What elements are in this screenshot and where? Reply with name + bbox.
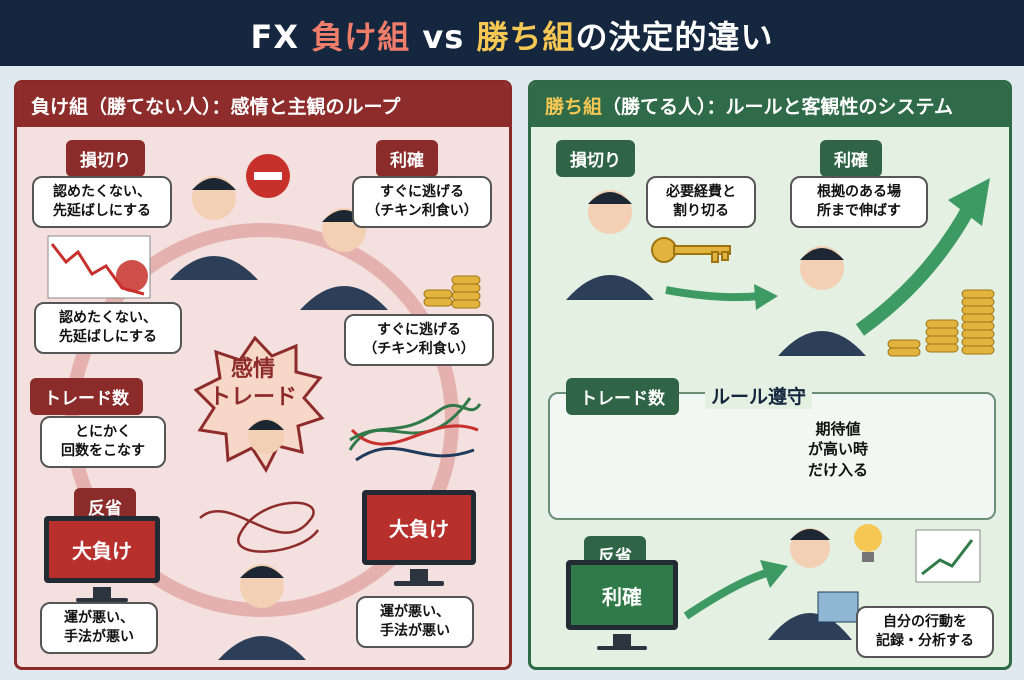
- rule-label: ルール遵守: [705, 382, 813, 409]
- notebook-trader-icon: [768, 528, 859, 640]
- green-arrow-icon: [665, 284, 778, 310]
- confident-trader-icon: [778, 246, 866, 356]
- winners-heading: 勝ち組（勝てる人）：ルールと客観性のシステム: [531, 83, 1009, 127]
- sad-trader-icon: [218, 564, 306, 660]
- key-icon: [651, 237, 731, 263]
- title-prefix: FX: [250, 18, 312, 56]
- down-arrow-icon: [116, 260, 148, 292]
- loser-tradecount-bubble: とにかく 回数をこなす: [40, 416, 166, 468]
- winner-monitor-screen: 利確: [566, 560, 678, 631]
- title-bar: [0, 0, 1024, 66]
- title-lose: 負け組: [311, 18, 411, 56]
- coins-stack-icon: [887, 289, 995, 357]
- winner-takeprofit-bubble: 根拠のある場 所まで伸ばす: [790, 176, 928, 228]
- calm-trader-icon: [566, 190, 654, 300]
- winner-reflection-bubble: 自分の行動を 記録・分析する: [856, 606, 994, 658]
- loser-takeprofit-tag: 利確: [376, 140, 438, 177]
- loser-bottom-left-bubble: 運が悪い、 手法が悪い: [40, 602, 158, 654]
- loser-monitor-left-screen: 大負け: [44, 516, 160, 584]
- coins-icon: [423, 275, 481, 309]
- worried-trader-icon: [170, 176, 258, 280]
- tangled-arrows-icon: [348, 397, 482, 462]
- winner-tradecount-tag: トレード数: [566, 378, 679, 415]
- title-suffix: の決定的違い: [575, 18, 774, 56]
- winners-heading-gold: 勝ち組: [545, 96, 603, 118]
- loser-monitor-right-screen: 大負け: [362, 490, 476, 565]
- loser-monitor-left: 大負け: [44, 516, 160, 602]
- loser-tradecount-tag: トレード数: [30, 378, 143, 415]
- winner-monitor: 利確: [566, 560, 678, 650]
- loser-stoploss-tag: 損切り: [66, 140, 145, 177]
- reflection-arrow-icon: [683, 560, 788, 620]
- loser-mid-right-bubble: すぐに逃げる （チキン利食い）: [344, 314, 494, 366]
- loser-takeprofit-bubble: すぐに逃げる （チキン利食い）: [352, 176, 492, 228]
- scribble-icon: [199, 501, 320, 553]
- growth-chart-icon: [915, 529, 981, 583]
- winners-heading-rest: （勝てる人）：ルールと客観性のシステム: [602, 96, 953, 118]
- expected-value-text: 期待値 が高い時 だけ入る: [807, 420, 868, 479]
- loser-mid-left-bubble: 認めたくない、 先延ばしにする: [34, 302, 182, 354]
- burst-icon: [193, 335, 325, 474]
- lightbulb-icon: [854, 524, 882, 562]
- losers-heading: 負け組（勝てない人）：感情と主観のループ: [17, 83, 509, 127]
- angry-trader-icon: [248, 418, 284, 454]
- title-vs: vs: [410, 18, 477, 56]
- winner-stoploss-bubble: 必要経費と 割り切る: [646, 176, 756, 228]
- winner-takeprofit-tag: 利確: [820, 140, 882, 177]
- big-up-arrow-icon: [855, 178, 990, 336]
- winner-stoploss-tag: 損切り: [556, 140, 635, 177]
- loser-stoploss-bubble: 認めたくない、 先延ばしにする: [32, 176, 172, 228]
- title-win: 勝ち組: [476, 18, 576, 56]
- page-title: FX 負け組 vs 勝ち組の決定的違い: [0, 12, 1024, 58]
- loser-monitor-right: 大負け: [362, 490, 476, 586]
- loser-bottom-right-bubble: 運が悪い、 手法が悪い: [356, 596, 474, 648]
- emotional-trade-label: 感情 トレード: [208, 357, 297, 410]
